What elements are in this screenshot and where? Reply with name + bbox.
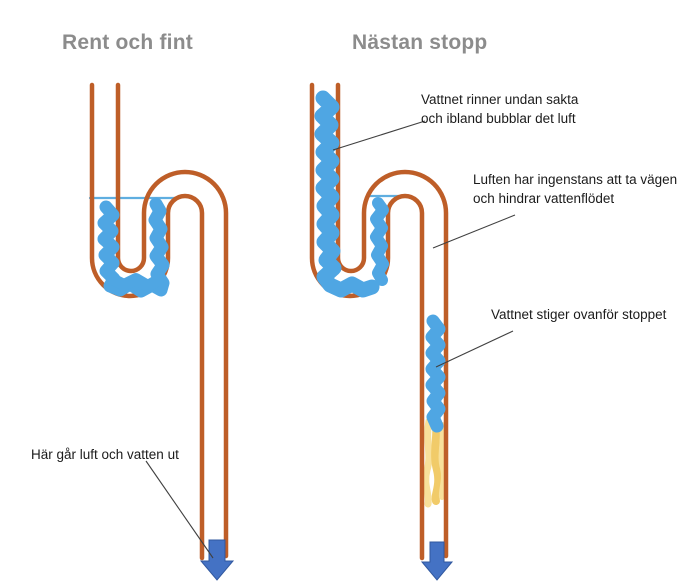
annotation-slow-drain: Vattnet rinner undan sakta och ibland bu…: [421, 92, 579, 126]
annotation-rising-water: Vattnet stiger ovanför stoppet: [491, 307, 667, 322]
clog-stroke: [438, 422, 447, 500]
left-diagram-title: Rent och fint: [62, 31, 193, 54]
down-arrow-icon: [420, 541, 454, 581]
down-arrow-icon: [199, 539, 235, 581]
annotation-trapped-air: Luften har ingenstans att ta vägen och h…: [473, 172, 678, 206]
annotation-leaders: [332, 120, 516, 368]
leader-line-slow-drain: [332, 120, 426, 151]
leader-line-trapped-air: [432, 214, 516, 249]
clog-stroke: [431, 413, 443, 505]
pipe-wall-inner: [115, 82, 229, 559]
trap-water-squiggle-extra: [106, 273, 164, 292]
pipe-wall-outer: [89, 82, 205, 561]
right-diagram-title: Nästan stopp: [352, 31, 488, 54]
leader-line-rising-water: [435, 330, 514, 368]
pipe-wall-inner: [335, 82, 449, 559]
water-above-clog-squiggle: [425, 314, 446, 433]
clogged-trap-diagram: [309, 82, 454, 581]
leader-line-outlet: [145, 460, 214, 559]
backed-up-water-squiggle: [314, 90, 380, 298]
riser-water-squiggle: [370, 197, 389, 286]
clean-trap-diagram: [88, 82, 235, 581]
trap-water-squiggle: [97, 197, 170, 298]
clog-stroke: [422, 417, 433, 508]
annotation-outlet: Här går luft och vatten ut: [31, 447, 179, 462]
